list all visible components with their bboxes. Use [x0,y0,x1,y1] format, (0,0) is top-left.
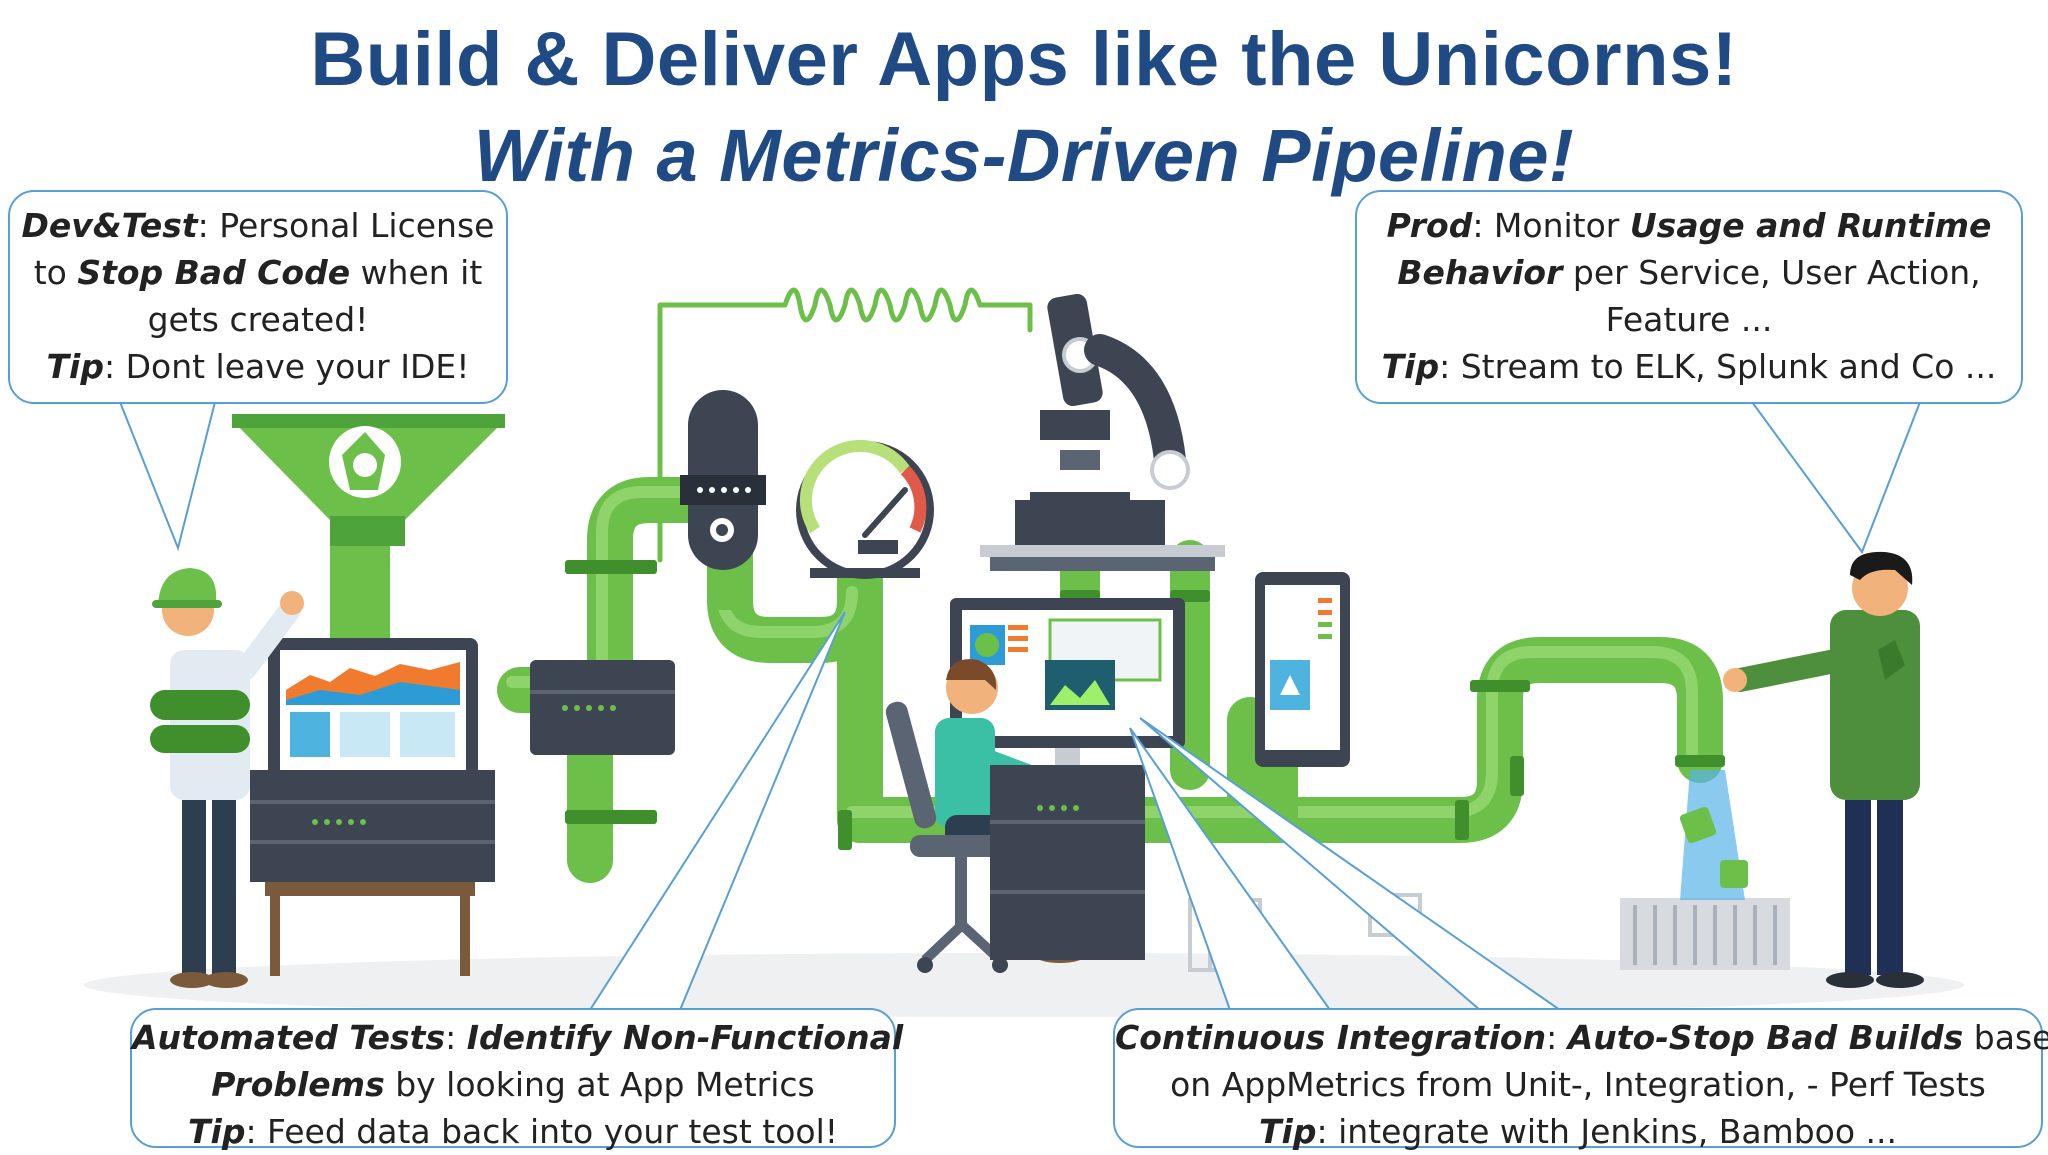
monitor-icon [950,598,1185,788]
callout-prod: Prod: Monitor Usage and Runtime Behavior… [1355,190,2023,404]
tablet-icon [1255,572,1350,767]
prod-line-1: Prod: Monitor Usage and Runtime [1386,206,1992,245]
tests-line-2: Problems by looking at App Metrics [211,1065,815,1104]
title-line-2: With a Metrics-Driven Pipeline! [473,114,1575,197]
prod-line-2: Behavior per Service, User Action, [1397,253,1981,292]
prod-line-3: Feature ... [1605,300,1773,339]
callout-continuous-integration: Continuous Integration: Auto-Stop Bad Bu… [1113,1008,2048,1151]
title-line-1: Build & Deliver Apps like the Unicorns! [310,17,1738,102]
operator-figure [1723,551,1924,988]
ci-line-2: on AppMetrics from Unit-, Integration, -… [1170,1065,1986,1104]
gauge-icon [796,439,934,579]
laptop-icon [255,638,491,800]
desk-cabinet [250,770,495,976]
capsule-device [680,390,766,610]
tests-line-1: Automated Tests: Identify Non-Functional [132,1018,904,1057]
developer-figure [150,568,304,988]
dev-test-line-2: to Stop Bad Code when it [33,253,483,292]
dev-test-line-4: Tip: Dont leave your IDE! [46,347,470,386]
pipe-joints [565,560,1725,850]
prod-line-4: Tip: Stream to ELK, Splunk and Co ... [1381,347,1997,386]
callout-dev-test: Dev&Test: Personal License to Stop Bad C… [8,190,508,404]
ci-cabinet [990,765,1145,960]
server-rack-icon [1620,770,1790,970]
dev-test-line-1: Dev&Test: Personal License [21,206,495,245]
microscope-icon [980,293,1225,571]
dev-test-line-3: gets created! [147,300,369,339]
funnel-icon [232,414,505,546]
callout-automated-tests: Automated Tests: Identify Non-Functional… [130,1008,904,1151]
valve-box [530,660,675,755]
callout-tails [118,401,1922,1011]
ci-line-3: Tip: integrate with Jenkins, Bamboo ... [1259,1112,1897,1151]
tests-line-3: Tip: Feed data back into your test tool! [188,1112,838,1151]
ci-line-1: Continuous Integration: Auto-Stop Bad Bu… [1115,1018,2048,1057]
wire [657,287,1033,563]
